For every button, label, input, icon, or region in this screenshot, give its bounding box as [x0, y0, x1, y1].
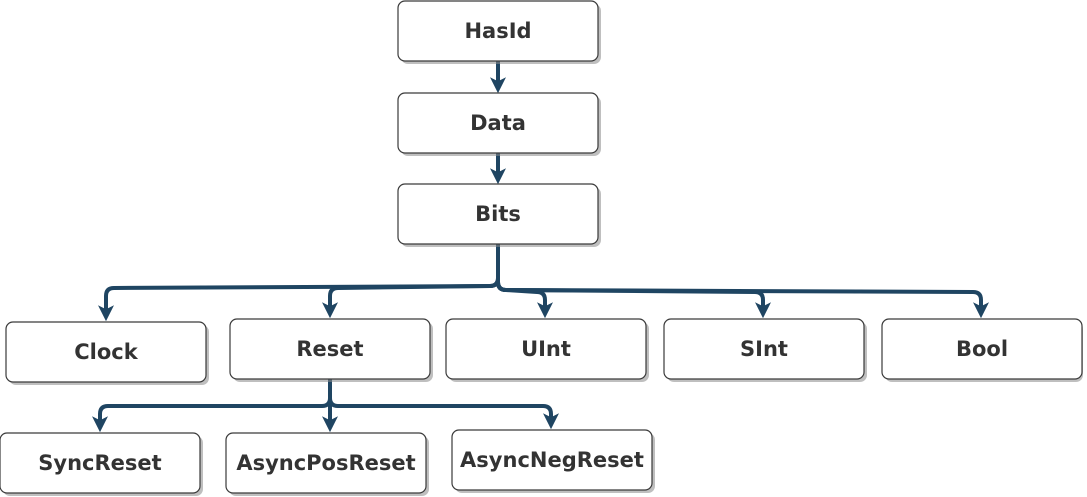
edge-bits-sint [496, 243, 771, 319]
edges [92, 60, 989, 433]
edge-bits-clock [98, 243, 500, 322]
node-data: Data [397, 92, 601, 156]
node-label-sint: SInt [740, 337, 788, 361]
node-label-asyncnegreset: AsyncNegReset [460, 448, 644, 472]
edge-bits-reset [322, 243, 500, 319]
node-label-bits: Bits [475, 202, 521, 226]
node-uint: UInt [445, 318, 649, 382]
node-label-asyncposreset: AsyncPosReset [236, 451, 415, 475]
node-asyncnegreset: AsyncNegReset [451, 429, 655, 493]
node-reset: Reset [229, 318, 433, 382]
node-label-syncreset: SyncReset [38, 451, 161, 475]
edge-reset-asyncnegreset [328, 378, 559, 430]
node-sint: SInt [663, 318, 867, 382]
node-label-clock: Clock [74, 340, 138, 364]
node-syncreset: SyncReset [0, 432, 203, 496]
edge-bits-bool [496, 243, 989, 319]
node-label-bool: Bool [956, 337, 1008, 361]
edge-reset-syncreset [92, 378, 332, 433]
edge-bits-uint [496, 243, 553, 319]
node-label-hasid: HasId [464, 19, 531, 43]
node-label-reset: Reset [296, 337, 363, 361]
node-bits: Bits [397, 183, 601, 247]
node-asyncposreset: AsyncPosReset [225, 432, 429, 496]
node-label-data: Data [470, 111, 526, 135]
node-clock: Clock [5, 321, 209, 385]
node-hasid: HasId [397, 0, 601, 64]
node-bool: Bool [881, 318, 1083, 382]
node-label-uint: UInt [521, 337, 571, 361]
